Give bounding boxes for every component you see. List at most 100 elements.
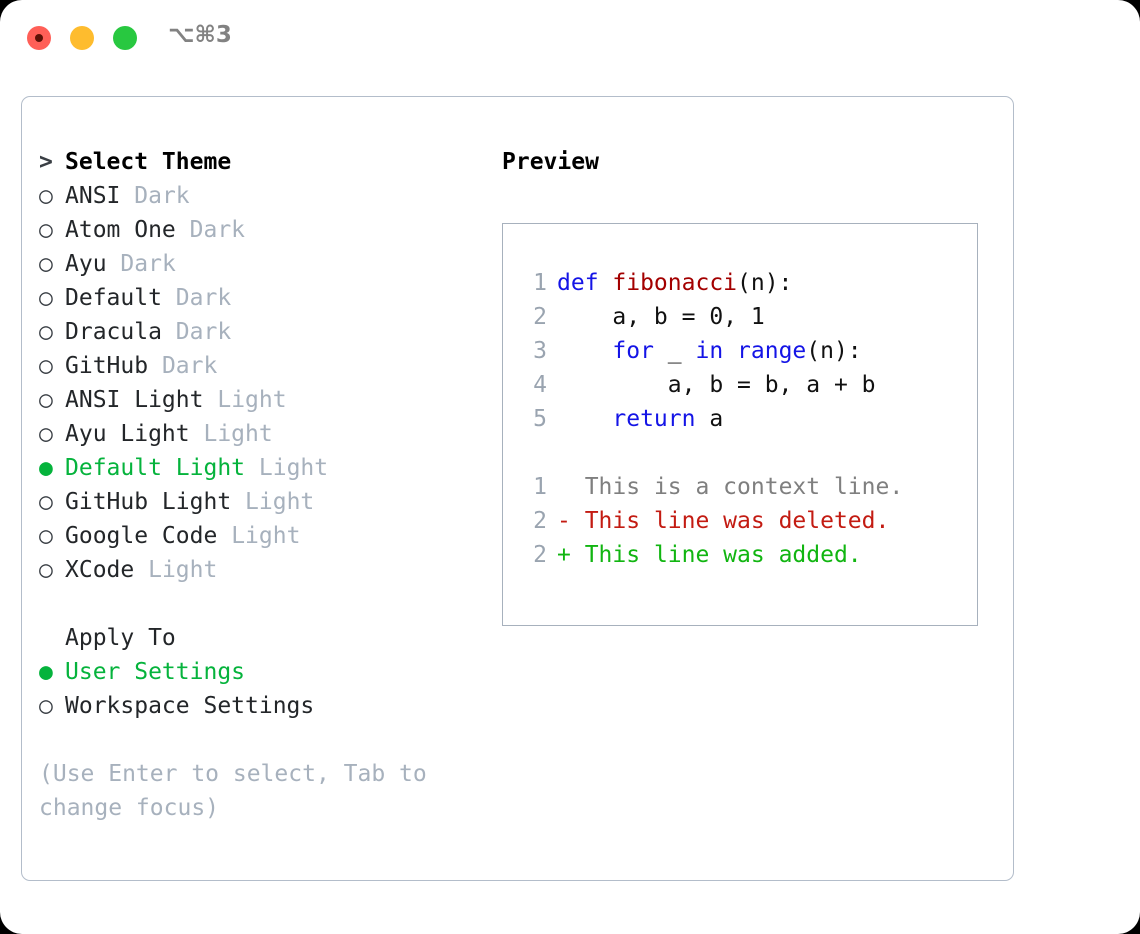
theme-category: Dark xyxy=(189,217,246,243)
theme-list-item[interactable]: ○ GitHub Light Light xyxy=(39,489,479,523)
theme-category: Dark xyxy=(120,251,176,277)
zoom-button[interactable] xyxy=(113,26,137,50)
code-line: 5 return a xyxy=(517,402,977,436)
diff-text: This is a context line. xyxy=(584,474,904,500)
keyboard-shortcut-label: ⌥⌘3 xyxy=(168,22,232,48)
radio-unselected-icon[interactable]: ○ xyxy=(39,489,53,515)
preview-column: Preview 1 def fibonacci (n): 2 a, b = 0,… xyxy=(502,149,1002,626)
diff-sign: - xyxy=(557,508,585,534)
preview-title: Preview xyxy=(502,149,599,175)
theme-picker-panel: > Select Theme ○ ANSI Dark ○ Atom One Da… xyxy=(21,96,1014,881)
code-token: a xyxy=(695,406,724,432)
radio-selected-icon[interactable]: ● xyxy=(39,659,53,685)
apply-to-option[interactable]: ○ Workspace Settings xyxy=(39,693,479,727)
theme-list-item[interactable]: ○ Ayu Light Light xyxy=(39,421,479,455)
theme-name: ANSI Light xyxy=(65,387,204,413)
theme-list-item[interactable]: ○ Dracula Dark xyxy=(39,319,479,353)
title-bar: ⌥⌘3 xyxy=(0,0,1140,78)
radio-unselected-icon[interactable]: ○ xyxy=(39,251,53,277)
code-token: for xyxy=(612,338,654,364)
diff-text: This line was added. xyxy=(584,542,862,568)
close-button[interactable] xyxy=(27,26,51,50)
code-line: 3 for _ in range (n): xyxy=(517,334,977,368)
code-token: (n): xyxy=(737,270,793,296)
theme-list-item-selected[interactable]: ● Default Light Light xyxy=(39,455,479,489)
line-number: 5 xyxy=(533,406,547,432)
theme-category: Light xyxy=(258,455,329,481)
radio-unselected-icon[interactable]: ○ xyxy=(39,387,53,413)
radio-unselected-icon[interactable]: ○ xyxy=(39,693,53,719)
theme-category: Light xyxy=(217,387,287,413)
hint-spacer xyxy=(39,727,479,753)
code-token: return xyxy=(612,406,696,432)
radio-selected-icon[interactable]: ● xyxy=(39,455,53,481)
traffic-lights xyxy=(27,26,137,50)
theme-name: GitHub xyxy=(65,353,149,379)
theme-name: Default xyxy=(65,285,162,311)
code-line: 4 a, b = b, a + b xyxy=(517,368,977,402)
code-token: def xyxy=(557,270,613,296)
radio-unselected-icon[interactable]: ○ xyxy=(39,523,53,549)
diff-text: This line was deleted. xyxy=(584,508,890,534)
select-theme-header: > Select Theme xyxy=(39,149,479,183)
select-theme-title: Select Theme xyxy=(65,149,232,175)
apply-to-option-label: Workspace Settings xyxy=(65,693,315,719)
theme-category: Light xyxy=(245,489,315,515)
list-spacer xyxy=(39,591,479,625)
code-token: a, b = b, a + b xyxy=(557,372,876,398)
line-number: 2 xyxy=(533,304,547,330)
theme-list-item[interactable]: ○ ANSI Light Light xyxy=(39,387,479,421)
line-number: 2 xyxy=(533,508,547,534)
code-token: in range xyxy=(695,338,807,364)
diff-sign: + xyxy=(557,542,585,568)
theme-name: Dracula xyxy=(65,319,162,345)
line-number: 3 xyxy=(533,338,547,364)
apply-to-section-title: Apply To xyxy=(39,625,479,659)
keyboard-hint-text: (Use Enter to select, Tab to change focu… xyxy=(39,761,427,821)
theme-category: Light xyxy=(231,523,301,549)
theme-category: Dark xyxy=(175,319,232,345)
line-number: 1 xyxy=(533,474,547,500)
radio-unselected-icon[interactable]: ○ xyxy=(39,319,53,345)
preview-gap xyxy=(517,436,977,470)
minimize-button[interactable] xyxy=(70,26,94,50)
radio-unselected-icon[interactable]: ○ xyxy=(39,217,53,243)
radio-unselected-icon[interactable]: ○ xyxy=(39,353,53,379)
theme-name: ANSI xyxy=(65,183,121,209)
radio-unselected-icon[interactable]: ○ xyxy=(39,285,53,311)
code-token: (n): xyxy=(806,338,862,364)
apply-to-label: Apply To xyxy=(65,625,176,651)
theme-list-item[interactable]: ○ ANSI Dark xyxy=(39,183,479,217)
theme-list-item[interactable]: ○ Default Dark xyxy=(39,285,479,319)
apply-to-option-selected[interactable]: ● User Settings xyxy=(39,659,479,693)
theme-name: XCode xyxy=(65,557,135,583)
theme-name: Ayu Light xyxy=(65,421,190,447)
line-number: 4 xyxy=(533,372,547,398)
apply-to-option-label: User Settings xyxy=(65,659,246,685)
code-token: _ xyxy=(653,338,696,364)
theme-list-item[interactable]: ○ Google Code Light xyxy=(39,523,479,557)
code-token: fibonacci xyxy=(612,270,738,296)
theme-category: Dark xyxy=(161,353,218,379)
theme-list-item[interactable]: ○ XCode Light xyxy=(39,557,479,591)
preview-box: 1 def fibonacci (n): 2 a, b = 0, 1 3 for… xyxy=(502,223,978,626)
line-number: 1 xyxy=(533,270,547,296)
theme-name: GitHub Light xyxy=(65,489,232,515)
diff-line-added: 2 + This line was added. xyxy=(517,538,977,572)
theme-name: Default Light xyxy=(65,455,246,481)
line-number: 2 xyxy=(533,542,547,568)
theme-list-item[interactable]: ○ Atom One Dark xyxy=(39,217,479,251)
theme-name: Atom One xyxy=(65,217,176,243)
radio-unselected-icon[interactable]: ○ xyxy=(39,421,53,447)
code-line: 2 a, b = 0, 1 xyxy=(517,300,977,334)
theme-list-item[interactable]: ○ Ayu Dark xyxy=(39,251,479,285)
radio-unselected-icon[interactable]: ○ xyxy=(39,557,53,583)
theme-category: Light xyxy=(148,557,218,583)
diff-sign xyxy=(557,470,585,504)
code-line: 1 def fibonacci (n): xyxy=(517,266,977,300)
radio-unselected-icon[interactable]: ○ xyxy=(39,183,53,209)
spacer-icon xyxy=(39,625,65,651)
code-token xyxy=(557,402,612,436)
theme-list-item[interactable]: ○ GitHub Dark xyxy=(39,353,479,387)
